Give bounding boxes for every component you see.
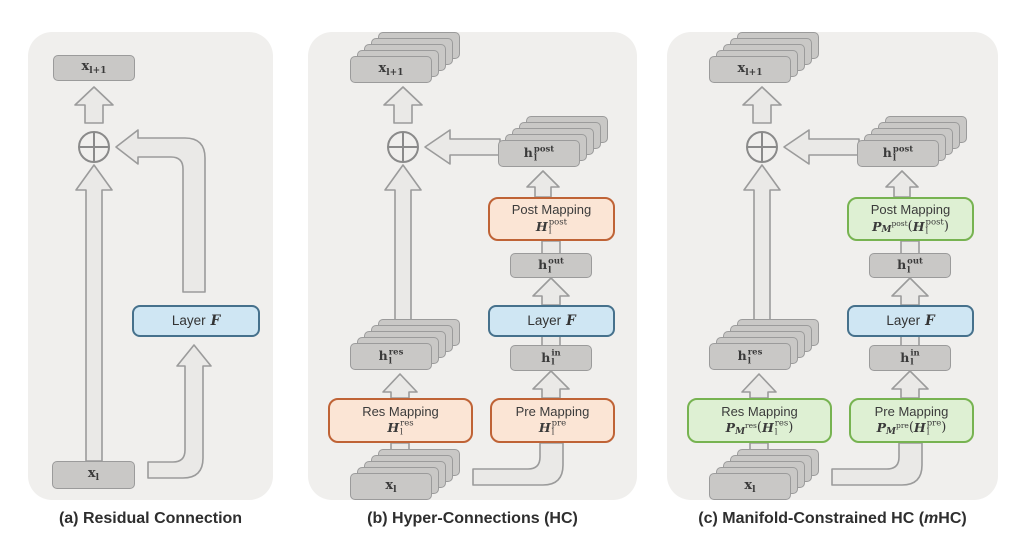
sum-node-icon — [78, 131, 110, 163]
up-arrow-icon — [742, 86, 782, 124]
post-mapping-title: Post Mapping — [511, 202, 592, 218]
up-arrow-icon — [383, 86, 423, 124]
arrows-layer-b — [382, 86, 570, 486]
bent-arrow-to-layer-icon — [147, 344, 212, 479]
x-cur-box: xl — [350, 473, 432, 500]
x-cur-box: xl — [709, 473, 791, 500]
caption-c: (c) Manifold-Constrained HC (mHC) — [698, 510, 967, 527]
x-cur-label: xl — [87, 466, 100, 483]
x-next-label: xl+1 — [81, 59, 107, 76]
residual-up-arrow-icon — [75, 164, 113, 462]
out-up-arrow-icon — [532, 277, 570, 306]
up-arrow-icon — [74, 86, 114, 124]
res-up-arrow-icon — [741, 373, 777, 399]
res-mapping-title: Res Mapping — [362, 403, 439, 419]
left-arrow-icon — [783, 129, 860, 165]
sum-node-icon — [746, 131, 778, 163]
in-up-arrow-icon — [891, 370, 929, 399]
x-next-label: xl+1 — [737, 60, 763, 78]
caption-b: (b) Hyper-Connections (HC) — [367, 510, 578, 527]
bent-arrow-to-pre-icon — [831, 442, 923, 486]
residual-up-arrow-icon — [743, 164, 781, 329]
out-up-arrow-icon — [891, 277, 929, 306]
bent-arrow-from-layer-icon — [115, 129, 206, 293]
left-arrow-icon — [424, 129, 501, 165]
x-next-box: xl+1 — [709, 56, 791, 83]
in-up-arrow-icon — [532, 370, 570, 399]
pre-mapping-title: Pre Mapping — [515, 403, 590, 419]
post-mapping-title: Post Mapping — [870, 202, 951, 218]
x-cur-label: xl — [744, 477, 756, 495]
arrows-layer-a — [74, 86, 212, 479]
res-mapping-title: Res Mapping — [721, 403, 798, 419]
post-up-arrow-icon — [526, 170, 560, 198]
x-next-label: xl+1 — [378, 60, 404, 78]
x-next-box: xl+1 — [350, 56, 432, 83]
bent-arrow-to-pre-icon — [472, 442, 564, 486]
x-next-box: xl+1 — [53, 55, 135, 81]
arrows-layer-c — [741, 86, 929, 486]
post-up-arrow-icon — [885, 170, 919, 198]
pre-mapping-title: Pre Mapping — [874, 403, 949, 419]
x-cur-box: xl — [52, 461, 135, 489]
res-up-arrow-icon — [382, 373, 418, 399]
residual-up-arrow-icon — [384, 164, 422, 329]
sum-node-icon — [387, 131, 419, 163]
x-cur-label: xl — [385, 477, 397, 495]
caption-a: (a) Residual Connection — [58, 510, 243, 527]
